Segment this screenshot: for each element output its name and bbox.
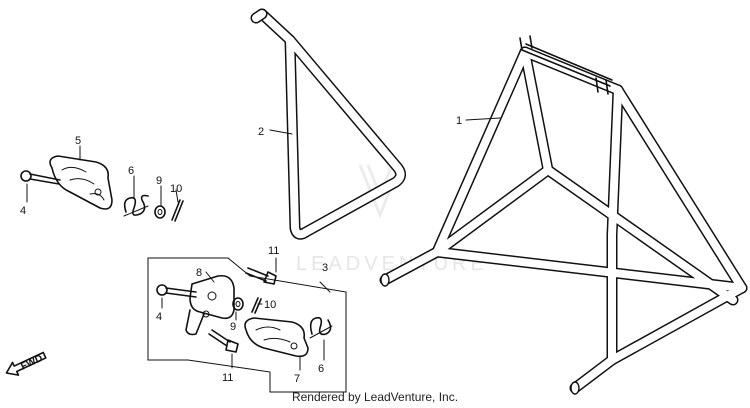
bolt-icon: [245, 267, 277, 285]
cotter-pin-icon: [171, 199, 184, 222]
spring-icon: [123, 194, 149, 217]
bracket-icon: [244, 317, 309, 358]
callout-4: 4: [20, 205, 26, 217]
callout-6: 6: [318, 363, 324, 375]
side-stand-arm: [250, 8, 407, 240]
washer-icon: [154, 205, 166, 219]
callout-9: 9: [230, 321, 236, 333]
callout-11: 11: [222, 372, 233, 384]
bracket-icon: [49, 155, 113, 210]
washer-icon: [232, 297, 244, 311]
main-stand-frame: [379, 35, 748, 395]
mounting-plate-icon: [185, 274, 235, 336]
callout-3: 3: [322, 262, 328, 274]
callout-4: 4: [156, 311, 162, 323]
callout-6: 6: [128, 165, 134, 177]
leader-line-2: [269, 129, 293, 135]
cotter-pin-icon: [251, 297, 262, 314]
callout-10: 10: [170, 183, 182, 195]
callout-9: 9: [156, 175, 162, 187]
callout-11: 11: [268, 245, 279, 257]
callout-1: 1: [456, 115, 462, 127]
render-credit: Rendered by LeadVenture, Inc.: [291, 390, 459, 404]
bolt-icon: [208, 329, 239, 353]
leader-line-1: [465, 117, 501, 121]
forward-arrow-icon: FWD: [5, 351, 47, 376]
watermark-text: LEADVENTURE: [296, 253, 488, 275]
callout-2: 2: [258, 126, 264, 138]
lower-bracket-assembly: [147, 257, 347, 393]
fwd-label: FWD: [19, 353, 44, 373]
spring-icon: [309, 316, 333, 339]
callout-5: 5: [75, 135, 81, 147]
callout-7: 7: [294, 373, 300, 385]
callout-10: 10: [264, 299, 276, 311]
upper-bracket-assembly: [20, 145, 184, 222]
bolt-icon: [20, 170, 61, 185]
callout-8: 8: [196, 267, 202, 279]
